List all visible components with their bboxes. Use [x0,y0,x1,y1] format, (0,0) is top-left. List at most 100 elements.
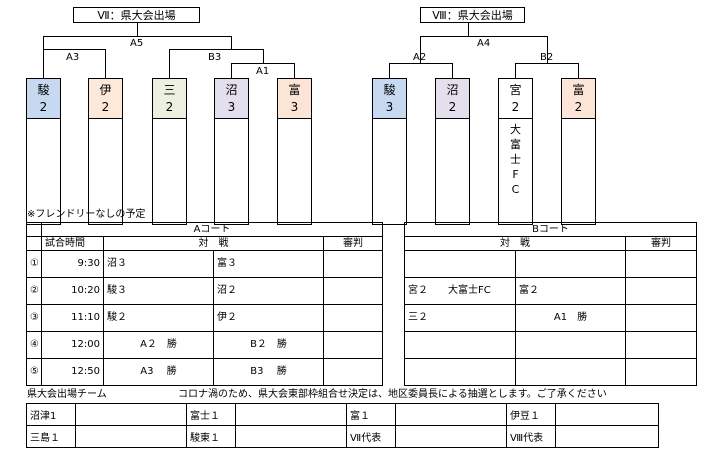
team-slot-head: 駿 2 [27,79,60,119]
match-team-b [515,358,626,386]
table-row: 三２ A1 勝 [404,304,697,332]
team-note-char: F [512,168,519,181]
row-number: ② [26,277,42,305]
col-referee-header: 審判 [625,236,697,251]
col-match-header: 対 戦 [103,236,324,251]
qualified-team-label: 沼津1 [26,403,76,426]
team-name: 沼 [225,83,238,97]
team-name: 富 [572,83,585,97]
qualified-team-label: Ⅶ代表 [346,425,396,448]
referee-cell [322,331,384,359]
qualified-teams-table: 沼津1 富士１ 富１ 伊豆１ 三島１ 駿東１ Ⅶ代表 Ⅷ代表 [26,403,659,448]
match-time: 10:20 [41,277,104,305]
qualified-team-label: 伊豆１ [506,403,556,426]
table-row: ① 9:30 沼３ 富３ [26,250,384,278]
qualified-team-label: Ⅷ代表 [506,425,556,448]
table-row: 宮２ 大富士FC 富２ [404,277,697,305]
match-team-a: A２ 勝 [103,331,214,359]
referee-cell [625,250,697,278]
table-row: 沼津1 富士１ 富１ 伊豆１ [26,403,659,426]
match-team-a: A3 勝 [103,358,214,386]
table-row: ② 10:20 駿３ 沼２ [26,277,384,305]
team-note-char: C [511,183,520,196]
bracket-right-semi-right-label: B2 [540,52,554,63]
table-row [404,358,697,386]
qualified-team-label: 富士１ [186,403,236,426]
team-slot: 沼 3 [214,78,249,225]
team-slot: 伊 2 [88,78,123,225]
court-b-schedule: Bコート 対 戦 審判 宮２ 大富士FC 富２ 三２ A1 勝 [404,222,697,386]
team-name: 富 [288,83,301,97]
match-team-b [515,250,626,278]
team-slot-head: 宮 2 [499,79,532,119]
team-slot: 駿 3 [372,78,407,225]
team-name: 伊 [99,83,112,97]
match-team-a [404,331,516,359]
team-seed: 2 [101,100,110,114]
qualified-team-value [235,403,347,426]
table-row: ④ 12:00 A２ 勝 B２ 勝 [26,331,384,359]
match-team-a: 沼３ [103,250,214,278]
referee-cell [322,304,384,332]
match-team-b [515,331,626,359]
row-number: ① [26,250,42,278]
team-name: 宮 [509,83,522,97]
team-name: 駿 [383,83,396,97]
col-referee-header: 審判 [322,236,384,251]
match-team-a: 駿２ [103,304,214,332]
referee-cell [625,358,697,386]
qualified-team-value [75,425,187,448]
match-team-b: 富２ [515,277,626,305]
bracket-left-first-round-label: A1 [256,66,270,77]
table-row: ③ 11:10 駿２ 伊２ [26,304,384,332]
qualified-team-value [555,425,659,448]
col-time-header: 試合時間 [41,236,104,251]
team-note-char: 大 [510,123,521,136]
match-team-b: B3 勝 [213,358,324,386]
court-b-title: Bコート [404,222,697,237]
referee-cell [625,331,697,359]
match-time: 11:10 [41,304,104,332]
team-slot-head: 伊 2 [89,79,122,119]
table-row: 三島１ 駿東１ Ⅶ代表 Ⅷ代表 [26,425,659,448]
team-slot-note: 大 富 士 F C [499,119,532,197]
match-team-a: 三２ [404,304,516,332]
team-seed: 3 [385,100,394,114]
team-seed: 2 [511,100,520,114]
qualified-team-value [395,425,507,448]
match-team-a: 宮２ 大富士FC [404,277,516,305]
team-name: 三 [163,83,176,97]
bracket-right-final-label: A4 [477,38,491,49]
team-slot-head: 駿 3 [373,79,406,119]
team-slot-head: 沼 3 [215,79,248,119]
team-slot-head: 沼 2 [436,79,469,119]
match-team-b: 伊２ [213,304,324,332]
match-team-a: 駿３ [103,277,214,305]
team-slot: 富 2 [561,78,596,225]
match-time: 9:30 [41,250,104,278]
qualified-team-value [555,403,659,426]
table-row [404,331,697,359]
bracket-left-semi-right-label: B3 [208,52,222,63]
team-name: 沼 [446,83,459,97]
qualified-team-label: 三島１ [26,425,76,448]
team-name: 駿 [37,83,50,97]
match-team-a [404,250,516,278]
bracket-right-semi-left-label: A2 [413,52,427,63]
team-seed: 2 [574,100,583,114]
bracket-right-title: Ⅷ：県大会出場 [420,7,525,23]
team-seed: 2 [448,100,457,114]
team-slot: 三 2 [152,78,187,225]
match-team-b: 富３ [213,250,324,278]
match-time: 12:50 [41,358,104,386]
team-seed: 2 [39,100,48,114]
team-slot: 宮 2 大 富 士 F C [498,78,533,225]
match-team-b: 沼２ [213,277,324,305]
referee-cell [625,304,697,332]
match-time: 12:00 [41,331,104,359]
no-friendly-note: ※フレンドリーなしの予定 [27,209,146,220]
qualified-title: 県大会出場チーム [27,389,107,400]
referee-cell [322,250,384,278]
qualified-team-value [395,403,507,426]
